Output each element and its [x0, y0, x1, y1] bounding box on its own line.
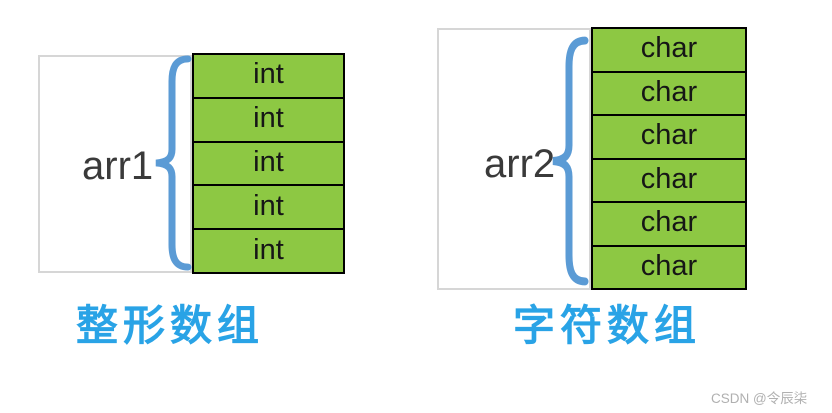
array-cell: char	[593, 159, 745, 203]
array-cell: int	[194, 186, 343, 231]
array-cell: char	[593, 246, 745, 288]
array-cell: char	[593, 72, 745, 116]
array-name-arr2: arr2	[484, 142, 556, 186]
array-cell: char	[593, 116, 745, 160]
array-cell: int	[194, 230, 343, 272]
array-name-arr1: arr1	[82, 144, 154, 188]
caption-int-array: 整形数组	[75, 304, 264, 350]
array-cell: int	[194, 55, 343, 99]
array-cell: char	[593, 29, 745, 73]
curly-brace-left-icon	[552, 36, 589, 286]
array-cell: int	[194, 142, 343, 187]
array-cell: int	[194, 98, 343, 143]
array-cell: char	[593, 203, 745, 247]
curly-brace-left-icon	[155, 55, 192, 271]
watermark: CSDN @令辰柒	[711, 391, 808, 406]
caption-char-array: 字符数组	[512, 304, 701, 350]
